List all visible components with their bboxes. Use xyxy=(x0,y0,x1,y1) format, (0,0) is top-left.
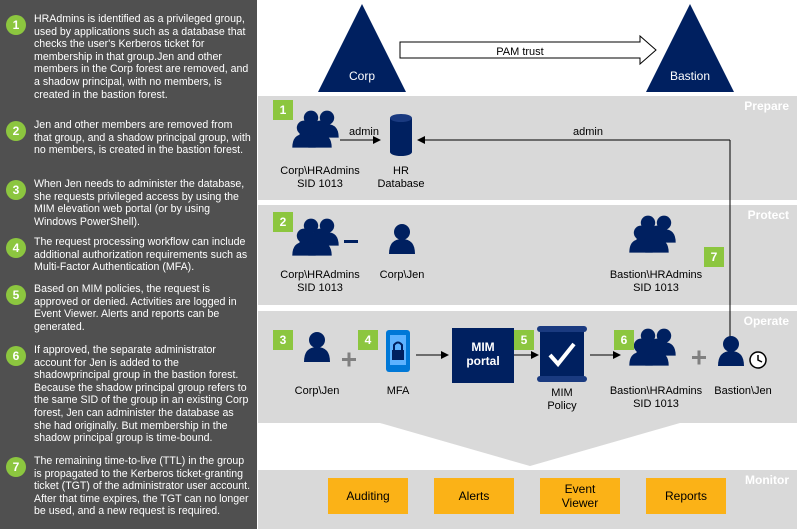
admin-label: admin xyxy=(573,126,603,138)
badge-number: 2 xyxy=(280,215,287,229)
auditing-box: Auditing xyxy=(328,478,408,514)
person-icon xyxy=(304,332,330,362)
band-label: Protect xyxy=(747,208,789,222)
bastion-forest-triangle xyxy=(646,4,734,92)
policy-scroll-icon xyxy=(537,326,587,382)
alerts-box: Alerts xyxy=(434,478,514,514)
event-viewer-box: Event Viewer xyxy=(540,478,620,514)
step-text: Based on MIM policies, the request is ap… xyxy=(34,283,237,333)
badge-number: 7 xyxy=(711,250,718,264)
database-icon xyxy=(390,114,412,156)
corp-forest-label: Corp xyxy=(349,69,375,83)
bastion-user-label: Bastion\Jen xyxy=(714,385,772,397)
group-label: Corp\HRAdmins SID 1013 xyxy=(280,269,360,294)
badge-number: 5 xyxy=(521,333,528,347)
reports-box: Reports xyxy=(646,478,726,514)
bastion-forest-label: Bastion xyxy=(670,69,710,83)
diagram-badges: 1 2 7 3 4 5 6 xyxy=(273,100,724,350)
step-badge: 5 xyxy=(6,285,26,305)
step-badge: 4 xyxy=(6,238,26,258)
step-badge: 3 xyxy=(6,180,26,200)
group-label: Corp\HRAdmins SID 1013 xyxy=(280,165,360,190)
user-label: Corp\Jen xyxy=(379,269,425,281)
steps-panel: 1 HRAdmins is identified as a privileged… xyxy=(0,0,257,529)
step-badge: 1 xyxy=(6,15,26,35)
policy-label: MIM Policy xyxy=(547,387,577,412)
users-group-icon xyxy=(292,219,338,256)
step-text: If approved, the separate administrator … xyxy=(34,344,249,445)
step-badge: 2 xyxy=(6,121,26,141)
users-group-icon xyxy=(629,329,675,366)
band-label: Operate xyxy=(743,314,789,328)
step-text: The request processing workflow can incl… xyxy=(34,236,248,274)
step-text: HRAdmins is identified as a privileged g… xyxy=(34,13,249,101)
mim-portal-label: MIM portal xyxy=(466,340,500,368)
clock-icon xyxy=(749,351,767,369)
band-prepare: Prepare xyxy=(258,96,797,200)
badge-number: 1 xyxy=(280,103,287,117)
admin-label: admin xyxy=(349,126,379,138)
plus-icon xyxy=(342,352,356,367)
step-text: When Jen needs to administer the databas… xyxy=(34,178,245,228)
band-operate: Operate xyxy=(258,311,797,423)
band-label: Monitor xyxy=(745,473,789,487)
mfa-label: MFA xyxy=(386,385,410,397)
users-group-icon xyxy=(292,111,338,148)
plus-icon xyxy=(692,350,706,365)
person-icon xyxy=(389,224,415,254)
step-badge: 6 xyxy=(6,346,26,366)
person-icon xyxy=(718,336,744,366)
user-label: Corp\Jen xyxy=(294,385,340,397)
minus-icon xyxy=(344,240,358,243)
badge-number: 3 xyxy=(280,333,287,347)
bastion-group-label: Bastion\HRAdmins SID 1013 xyxy=(609,385,703,410)
users-group-icon xyxy=(629,216,675,253)
mfa-phone-icon xyxy=(386,330,410,372)
step-badge: 7 xyxy=(6,457,26,477)
bastion-group-label: Bastion\HRAdmins SID 1013 xyxy=(609,269,703,294)
corp-forest-triangle xyxy=(318,4,406,92)
funnel-shape xyxy=(380,423,680,466)
pam-trust-label: PAM trust xyxy=(496,46,543,58)
mim-portal-box xyxy=(452,328,514,383)
badge-number: 6 xyxy=(621,333,628,347)
band-label: Prepare xyxy=(744,99,789,113)
database-label: HR Database xyxy=(377,165,425,190)
step-text: Jen and other members are removed from t… xyxy=(34,119,251,157)
badge-number: 4 xyxy=(365,333,372,347)
pam-trust-arrow xyxy=(399,34,657,66)
step-text: The remaining time-to-live (TTL) in the … xyxy=(34,455,251,518)
